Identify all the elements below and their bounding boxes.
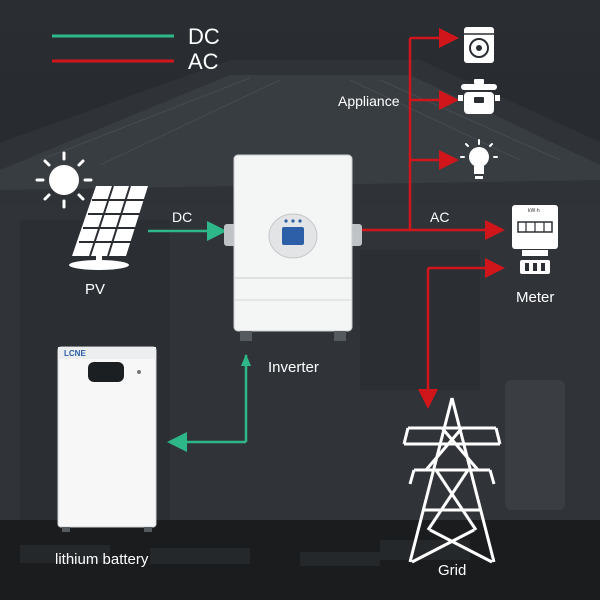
appliance-label: Appliance bbox=[338, 93, 400, 109]
legend-ac-label: AC bbox=[188, 49, 219, 74]
ac-meter-grid-line bbox=[418, 258, 505, 409]
grid-label: Grid bbox=[438, 562, 467, 579]
meter-display: kW·h bbox=[528, 208, 540, 214]
transmission-tower-icon bbox=[402, 397, 502, 564]
inverter-icon bbox=[224, 154, 362, 341]
ac-inverter-appliance-lines bbox=[362, 28, 459, 232]
meter-label: Meter bbox=[516, 289, 555, 306]
rice-cooker-icon bbox=[458, 79, 500, 114]
light-bulb-icon bbox=[460, 139, 498, 179]
inverter-label: Inverter bbox=[268, 359, 319, 376]
washing-machine-icon bbox=[464, 27, 494, 63]
battery-label: lithium battery bbox=[55, 551, 149, 568]
dc-flow-label: DC bbox=[172, 209, 193, 225]
battery-brand-logo: LCNE bbox=[64, 349, 86, 358]
pv-label: PV bbox=[85, 281, 106, 298]
dc-battery-inverter-line bbox=[167, 354, 251, 452]
electric-meter-icon bbox=[512, 205, 558, 274]
solar-panel-icon bbox=[69, 185, 148, 270]
battery-icon bbox=[57, 346, 157, 532]
legend-dc-label: DC bbox=[188, 24, 220, 49]
sun-icon bbox=[35, 151, 93, 209]
ac-flow-label: AC bbox=[430, 209, 450, 225]
